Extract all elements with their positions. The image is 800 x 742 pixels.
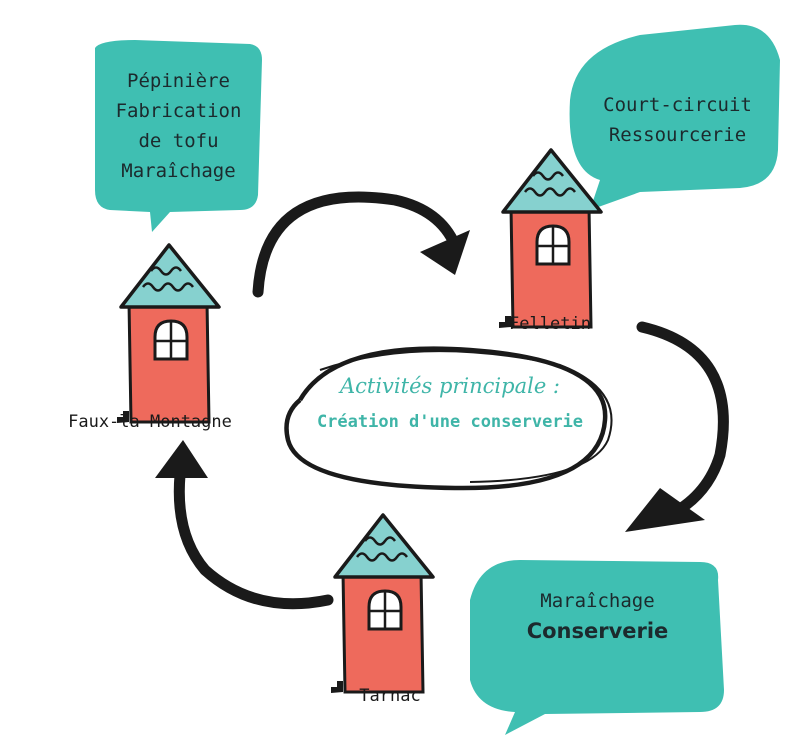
house-icon-faux-la-montagne (115, 243, 221, 425)
bubble-1-line-3: de tofu (138, 130, 219, 152)
bubble-1-line-4: Maraîchage (121, 160, 236, 182)
bubble-2-line-2: Ressourcerie (608, 124, 747, 146)
speech-bubble-1 (95, 40, 262, 232)
central-ellipse (284, 346, 613, 491)
bubble-1-line-2: Fabrication (115, 100, 242, 122)
bubble-3-line-1: Maraîchage (540, 590, 655, 612)
arrow-tarnac-to-faux (155, 440, 334, 610)
village-label-faux-la-montagne: Faux-la-Montagne (68, 412, 232, 432)
house-icon-tarnac (329, 513, 435, 695)
village-label-tarnac: Tarnac (359, 686, 421, 706)
speech-bubble-2 (569, 24, 780, 210)
bubble-3-text: Maraîchage Conserverie (475, 586, 720, 646)
center-subtitle: Création d'une conserverie (316, 412, 584, 432)
bubble-1-line-1: Pépinière (127, 70, 230, 92)
house-icon-felletin (497, 148, 603, 330)
village-label-felletin: Felletin (509, 314, 591, 334)
bubble-1-text: Pépinière Fabrication de tofu Maraîchage (95, 66, 262, 186)
speech-bubble-3 (470, 560, 724, 735)
arrow-felletin-to-conserverie (625, 321, 729, 532)
bubble-2-line-1: Court-circuit (603, 94, 752, 116)
center-title: Activités principale : (339, 374, 561, 398)
bubble-2-text: Court-circuit Ressourcerie (580, 90, 775, 150)
arrow-faux-to-felletin (252, 191, 470, 298)
bubble-3-bold-line: Conserverie (526, 619, 669, 643)
